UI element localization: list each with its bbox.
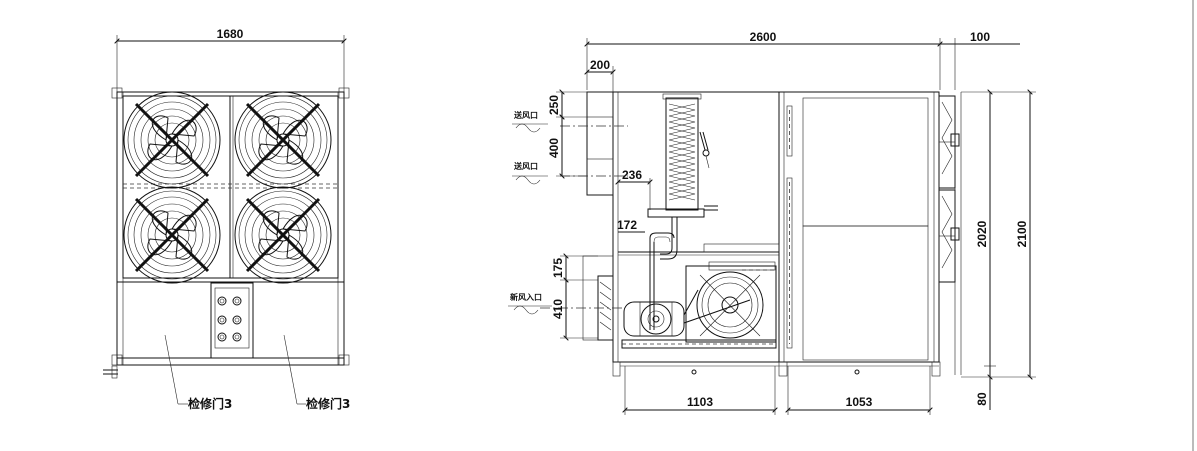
condenser-fan-lower bbox=[938, 189, 960, 283]
svg-text:200: 200 bbox=[590, 58, 610, 72]
dim-250: 250 bbox=[547, 92, 587, 117]
dim-175: 175 bbox=[551, 256, 598, 280]
svg-text:新风入口: 新风入口 bbox=[510, 292, 542, 302]
fan-icon-bottom-left bbox=[122, 185, 222, 285]
evaporator-coil bbox=[647, 93, 718, 218]
dim-172: 172 bbox=[617, 218, 640, 233]
svg-text:250: 250 bbox=[547, 95, 561, 115]
dim-236: 236 bbox=[618, 168, 650, 210]
svg-text:236: 236 bbox=[622, 168, 642, 182]
svg-text:80: 80 bbox=[975, 392, 989, 406]
fresh-air-inlet-label: 新风入口 bbox=[508, 292, 552, 315]
svg-text:送风口: 送风口 bbox=[513, 110, 538, 120]
dim-100: 100 bbox=[940, 30, 1020, 90]
expansion-valve-icon bbox=[699, 131, 710, 169]
dim-1053: 1053 bbox=[788, 366, 930, 415]
dim-400: 400 bbox=[547, 117, 587, 176]
dim-2020: 2020 bbox=[961, 92, 996, 377]
dim-2100: 2100 bbox=[961, 92, 1036, 377]
front-view: 1680 bbox=[103, 27, 350, 411]
access-door-label-left: 检修门3 bbox=[164, 334, 232, 411]
centrifugal-blower bbox=[685, 261, 777, 343]
fan-icon-top-right bbox=[233, 90, 333, 190]
svg-text:2100: 2100 bbox=[1015, 220, 1029, 247]
svg-text:检修门3: 检修门3 bbox=[306, 396, 350, 411]
dim-2600: 2600 bbox=[587, 30, 940, 90]
supply-air-label-1: 送风口 bbox=[512, 110, 548, 133]
dim-1680: 1680 bbox=[117, 27, 344, 92]
svg-text:1103: 1103 bbox=[687, 395, 713, 409]
fan-motor bbox=[623, 289, 751, 337]
fan-icon-bottom-right bbox=[233, 185, 333, 285]
svg-text:175: 175 bbox=[551, 258, 565, 278]
dim-410: 410 bbox=[551, 280, 598, 338]
svg-text:172: 172 bbox=[617, 218, 637, 232]
svg-text:400: 400 bbox=[547, 138, 561, 158]
svg-text:1053: 1053 bbox=[846, 395, 873, 409]
supply-air-label-2: 送风口 bbox=[512, 161, 548, 185]
svg-text:410: 410 bbox=[551, 299, 565, 319]
svg-text:检修门3: 检修门3 bbox=[188, 396, 232, 411]
dim-1103: 1103 bbox=[625, 366, 775, 415]
condenser-fan-upper bbox=[938, 95, 960, 189]
access-door-label-right: 检修门3 bbox=[283, 334, 350, 411]
svg-text:100: 100 bbox=[970, 30, 990, 44]
svg-text:2600: 2600 bbox=[750, 30, 777, 44]
dim-200: 200 bbox=[587, 58, 613, 92]
svg-text:2020: 2020 bbox=[975, 220, 989, 247]
dim-80: 80 bbox=[975, 365, 996, 410]
side-view: 2600 100 200 bbox=[508, 30, 1036, 415]
supply-air-ducts bbox=[560, 91, 628, 196]
fan-icon-top-left bbox=[122, 90, 222, 190]
pipe-connection-plate bbox=[210, 282, 254, 359]
front-frame bbox=[116, 91, 345, 366]
refrigerant-pipe bbox=[649, 217, 678, 330]
dim-1680-text: 1680 bbox=[217, 27, 244, 41]
svg-text:送风口: 送风口 bbox=[513, 161, 538, 171]
